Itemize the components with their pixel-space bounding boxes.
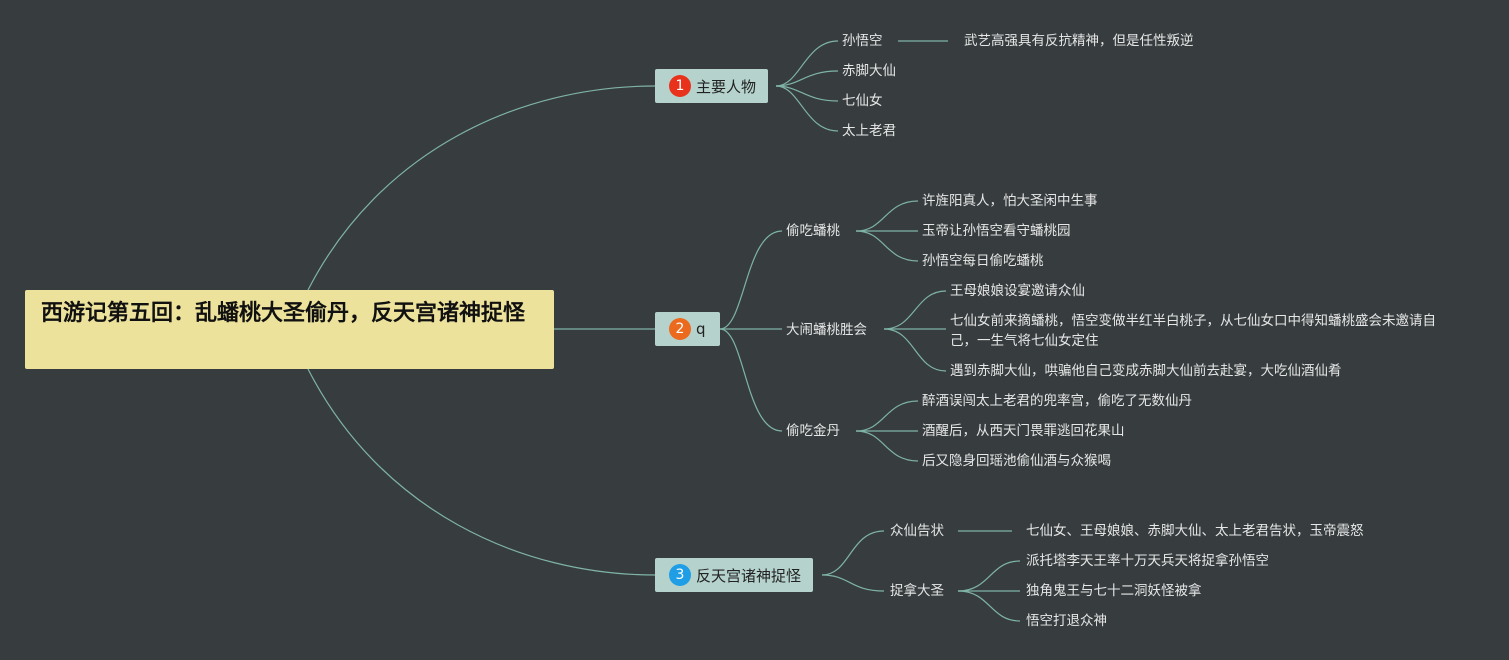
branch-2[interactable]: 2 q — [655, 312, 720, 346]
link-b1-c4 — [775, 85, 839, 132]
link-b2-c1-l1 — [855, 200, 919, 232]
link-b1-c3 — [775, 85, 839, 102]
topic-leaf[interactable]: 王母娘娘设宴邀请众仙 — [950, 283, 1085, 299]
link-b3-c2 — [821, 574, 885, 592]
topic-leaf[interactable]: 后又隐身回瑶池偷仙酒与众猴喝 — [922, 453, 1111, 469]
link-b2-c2-l1 — [883, 290, 947, 330]
link-b1-c2 — [775, 70, 839, 87]
topic-capture[interactable]: 捉拿大圣 — [890, 583, 944, 599]
link-b3-c2-l3 — [957, 590, 1021, 622]
link-b2-c1 — [719, 230, 783, 330]
topic-sun-wukong[interactable]: 孙悟空 — [842, 33, 883, 49]
root-title: 西游记第五回：乱蟠桃大圣偷丹，反天宫诸神捉怪 — [41, 301, 526, 326]
link-b3-c2-l1 — [957, 560, 1021, 592]
topic-complaint[interactable]: 众仙告状 — [890, 523, 944, 539]
topic-leaf[interactable]: 孙悟空每日偷吃蟠桃 — [922, 253, 1044, 269]
topic-leaf[interactable]: 酒醒后，从西天门畏罪逃回花果山 — [922, 423, 1125, 439]
topic-peach-banquet[interactable]: 大闹蟠桃胜会 — [786, 322, 867, 338]
topic-sun-wukong-trait[interactable]: 武艺高强具有反抗精神，但是任性叛逆 — [964, 33, 1194, 49]
topic-leaf[interactable]: 七仙女前来摘蟠桃，悟空变做半红半白桃子，从七仙女口中得知蟠桃盛会未邀请自己，一生… — [950, 313, 1436, 349]
number-badge-3-icon: 3 — [669, 564, 691, 586]
topic-qi-xiannv[interactable]: 七仙女 — [842, 93, 883, 109]
topic-leaf[interactable]: 玉帝让孙悟空看守蟠桃园 — [922, 223, 1071, 239]
link-root-branch-3 — [307, 368, 656, 576]
link-b2-c1-l3 — [855, 230, 919, 262]
branch-label: 反天宫诸神捉怪 — [696, 566, 802, 585]
topic-taishang-laojun[interactable]: 太上老君 — [842, 123, 896, 139]
topic-steal-peaches[interactable]: 偷吃蟠桃 — [786, 223, 840, 239]
branch-label: 主要人物 — [696, 77, 757, 96]
number-badge-1-icon: 1 — [669, 75, 691, 97]
topic-leaf[interactable]: 醉酒误闯太上老君的兜率宫，偷吃了无数仙丹 — [922, 393, 1192, 409]
topic-leaf[interactable]: 悟空打退众神 — [1026, 613, 1107, 629]
root-topic[interactable]: 西游记第五回：乱蟠桃大圣偷丹，反天宫诸神捉怪 — [25, 290, 554, 369]
topic-leaf[interactable]: 七仙女、王母娘娘、赤脚大仙、太上老君告状，玉帝震怒 — [1026, 523, 1364, 539]
topic-leaf[interactable]: 遇到赤脚大仙，哄骗他自己变成赤脚大仙前去赴宴，大吃仙酒仙肴 — [950, 363, 1342, 379]
link-b2-c2-l3 — [883, 328, 947, 372]
link-b1-c1 — [775, 40, 839, 87]
link-root-branch-1 — [307, 85, 656, 291]
topic-chijiao-daxian[interactable]: 赤脚大仙 — [842, 63, 896, 79]
topic-steal-elixir[interactable]: 偷吃金丹 — [786, 423, 840, 439]
branch-rebel-heaven[interactable]: 3 反天宫诸神捉怪 — [655, 558, 814, 592]
branch-main-characters[interactable]: 1 主要人物 — [655, 69, 769, 103]
topic-leaf[interactable]: 独角鬼王与七十二洞妖怪被拿 — [1026, 583, 1202, 599]
link-b3-c1 — [821, 530, 885, 576]
topic-leaf[interactable]: 许旌阳真人，怕大圣闲中生事 — [922, 193, 1098, 209]
link-b2-c3-l3 — [855, 430, 919, 462]
branch-label: q — [696, 320, 706, 338]
link-b2-c3-l1 — [855, 400, 919, 432]
link-b2-c3 — [719, 328, 783, 432]
number-badge-2-icon: 2 — [669, 318, 691, 340]
topic-leaf[interactable]: 派托塔李天王率十万天兵天将捉拿孙悟空 — [1026, 553, 1269, 569]
